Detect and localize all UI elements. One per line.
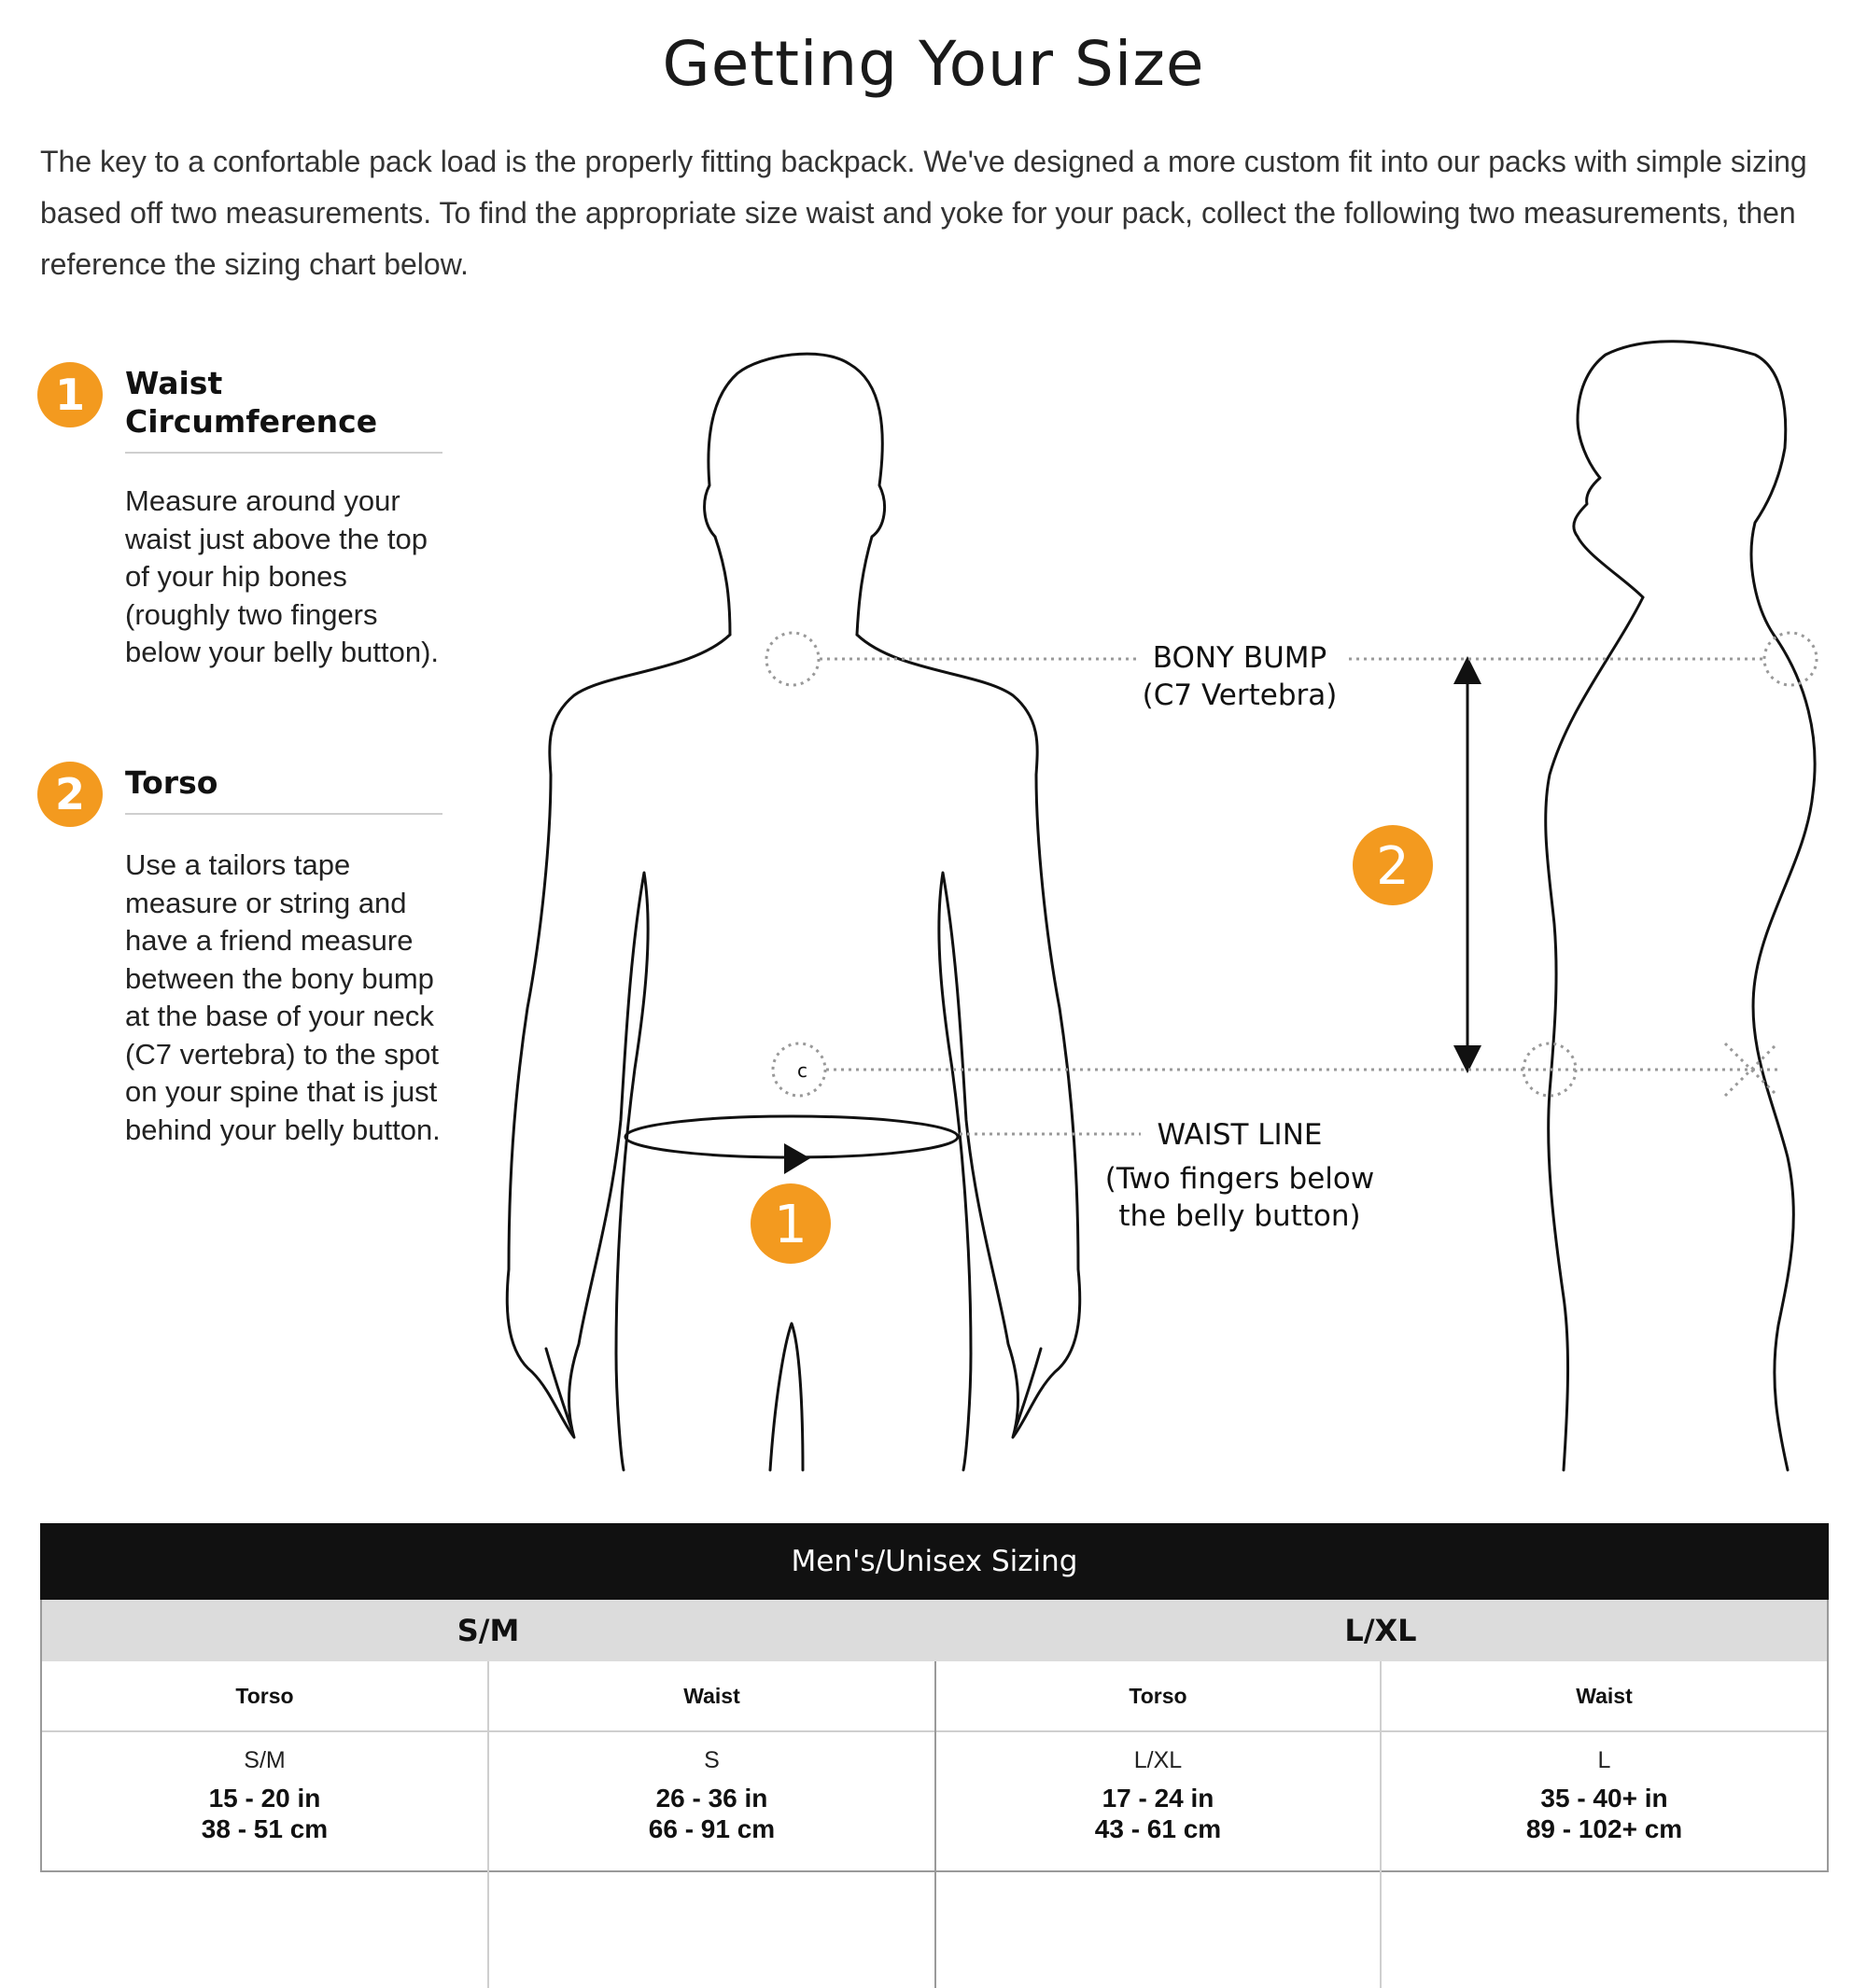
- col-lxl-torso: Torso L/XL 17 - 24 in 43 - 61 cm: [936, 1661, 1382, 1988]
- front-navel-marker: [771, 1042, 827, 1098]
- col-lxl-waist: Waist L 35 - 40+ in 89 - 102+ cm: [1382, 1661, 1827, 1988]
- sizing-table: Men's/Unisex Sizing S/M L/XL Torso S/M 1…: [40, 1523, 1829, 1988]
- marker-2-icon: [1353, 825, 1433, 905]
- metric-range: 38 - 51 cm: [201, 1814, 329, 1843]
- front-neck-left: [713, 535, 732, 637]
- step-1-body: Measure around your waist just above the…: [125, 484, 440, 668]
- metric-range: 43 - 61 cm: [1094, 1814, 1222, 1843]
- step-1-title: Waist Circumference: [125, 364, 442, 454]
- metric-range: 66 - 91 cm: [648, 1814, 776, 1843]
- waist-direction-arrow-icon: [784, 1143, 810, 1174]
- side-c7-marker: [1762, 631, 1818, 687]
- front-arm-left-inner: [544, 1347, 573, 1430]
- front-body-left: [505, 633, 732, 1472]
- side-body-outline: [1544, 595, 1645, 1472]
- step-1-badge-icon: 1: [37, 362, 103, 427]
- side-x-marker-a: [1723, 1042, 1779, 1098]
- step-2-title: Torso: [125, 763, 442, 815]
- intro-paragraph: The key to a confortable pack load is th…: [40, 145, 1807, 281]
- col-sm-waist: Waist S 26 - 36 in 66 - 91 cm: [489, 1661, 936, 1988]
- side-x-marker-b: [1723, 1042, 1779, 1098]
- marker-1-label: 1: [774, 1195, 807, 1255]
- waist-line-label: WAIST LINE: [1158, 1118, 1323, 1152]
- size-label: L/XL: [1133, 1747, 1183, 1773]
- waist-line-desc-1: (Two fingers below: [1105, 1162, 1374, 1196]
- waist-line-desc-2: the belly button): [1118, 1199, 1360, 1233]
- front-arm-right-inner: [1014, 1347, 1043, 1430]
- double-arrow-icon-top: [1453, 656, 1481, 684]
- page-title: Getting Your Size: [662, 28, 1205, 100]
- body-measurement-figure: c BONY BUMP (C7 Vertebra) WAIST LINE (Tw…: [505, 340, 1818, 1472]
- size-label: S: [704, 1747, 720, 1773]
- front-legs-split: [768, 1322, 805, 1472]
- bony-bump-label: BONY BUMP: [1153, 641, 1327, 675]
- col-header: Waist: [489, 1661, 934, 1732]
- imperial-range: 35 - 40+ in: [1540, 1784, 1668, 1813]
- metric-range: 89 - 102+ cm: [1525, 1814, 1683, 1843]
- step-2-body: Use a tailors tape measure or string and…: [125, 848, 441, 1146]
- front-body-right: [855, 633, 1082, 1472]
- sizing-table-title: Men's/Unisex Sizing: [40, 1523, 1829, 1600]
- c7-vertebra-label: (C7 Vertebra): [1143, 679, 1338, 712]
- size-label: L: [1597, 1747, 1611, 1773]
- group-sm: S/M: [42, 1600, 934, 1661]
- marker-2-label: 2: [1376, 836, 1410, 897]
- side-back-outline: [1751, 633, 1817, 1472]
- col-sm-torso: Torso S/M 15 - 20 in 38 - 51 cm: [42, 1661, 489, 1988]
- side-head-outline: [1572, 340, 1788, 637]
- front-c7-marker: [765, 631, 821, 687]
- marker-1-icon: [751, 1183, 831, 1264]
- front-head-outline: [703, 352, 886, 637]
- imperial-range: 17 - 24 in: [1102, 1784, 1214, 1813]
- double-arrow-icon-bottom: [1453, 1045, 1481, 1073]
- col-header: Torso: [42, 1661, 487, 1732]
- navel-dot: c: [797, 1059, 807, 1082]
- step-2-badge-icon: 2: [37, 762, 103, 827]
- imperial-range: 15 - 20 in: [208, 1784, 321, 1813]
- col-header: Torso: [936, 1661, 1380, 1732]
- col-header: Waist: [1382, 1661, 1827, 1732]
- size-label: S/M: [244, 1747, 286, 1773]
- group-lxl: L/XL: [934, 1600, 1827, 1661]
- imperial-range: 26 - 36 in: [655, 1784, 768, 1813]
